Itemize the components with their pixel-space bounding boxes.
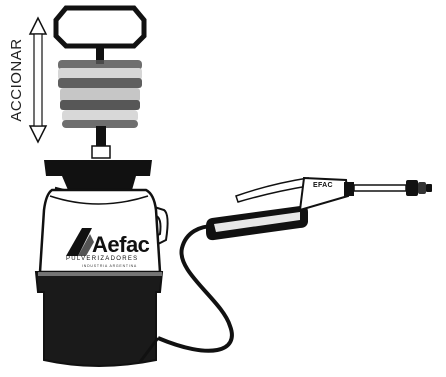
brand-logo-text: Aefac [92, 232, 149, 258]
double-arrow-icon [30, 18, 46, 142]
pump-handle-icon [56, 8, 144, 158]
brand-tagline: PULVERIZADORES [66, 256, 138, 262]
brand-subtagline: INDUSTRIA ARGENTINA [82, 264, 137, 268]
sprayer-tank-icon [36, 160, 168, 366]
accionar-label: ACCIONAR [7, 25, 27, 135]
lance-brand-mark: EFAC [313, 182, 333, 189]
